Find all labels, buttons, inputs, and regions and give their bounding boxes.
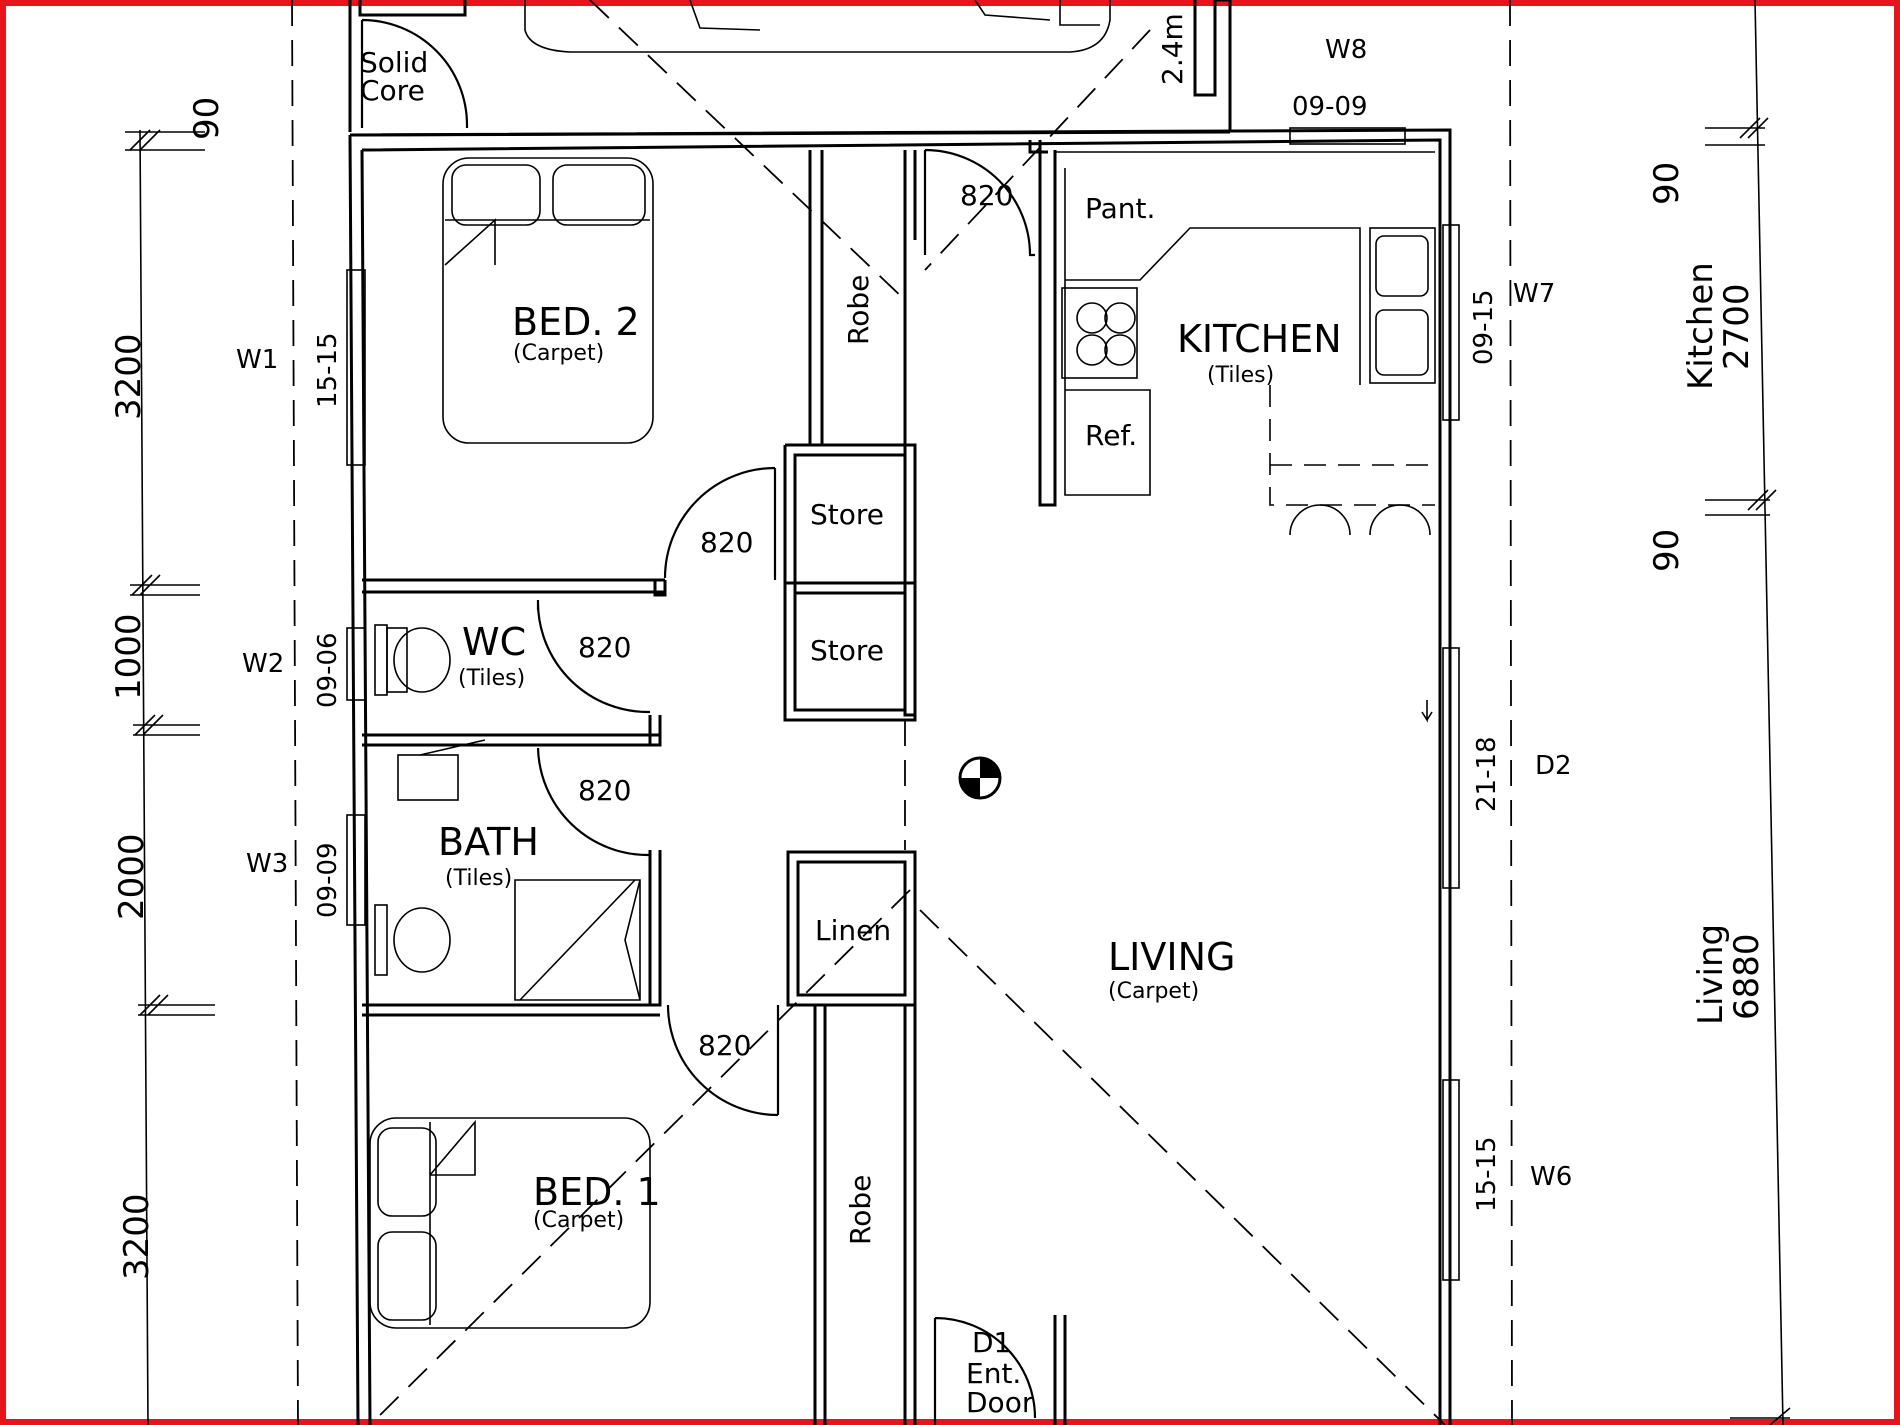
robe-top-label: Robe: [842, 275, 875, 345]
wc-room-name: WC: [462, 620, 526, 664]
kitchen-entry-door: [923, 148, 1035, 257]
bed2-door-size: 820: [700, 526, 753, 559]
right-dim-90-top: 90: [1647, 162, 1687, 205]
entry-door-label-2: Ent.: [966, 1357, 1021, 1390]
right-dimension-line: [1705, 0, 1791, 1425]
window-w6: [1442, 1079, 1460, 1281]
w3-id: W3: [246, 849, 288, 879]
bed1-door-size: 820: [698, 1029, 751, 1062]
w8-id: W8: [1325, 35, 1367, 65]
living-center-symbol: [958, 756, 1002, 800]
kitchen-floor: (Tiles): [1207, 363, 1274, 388]
brace-top-left: [589, 0, 906, 301]
linen-label: Linen: [815, 914, 891, 947]
boundary-right: [1509, 0, 1513, 1425]
garage-right-wall: [1193, 0, 1232, 132]
wc-toilet: [374, 624, 451, 696]
bed1-floor: (Carpet): [533, 1208, 624, 1233]
entry-door-label-3: Door: [966, 1386, 1034, 1419]
w2-size: 09-06: [313, 632, 343, 708]
left-dim-90: 90: [187, 97, 227, 140]
kitchen-counter: [1055, 151, 1436, 536]
bath-fixtures: [374, 739, 641, 1001]
window-w2: [346, 627, 366, 701]
sliding-arrow: [1421, 700, 1433, 723]
bed1-bed: [369, 1117, 651, 1329]
store-2-label: Store: [810, 634, 884, 667]
store-1-label: Store: [810, 498, 884, 531]
left-dim-bed2: 3200: [109, 333, 149, 420]
right-dim-kitchen-value: 2700: [1717, 283, 1757, 370]
d2-size: 21-18: [1472, 736, 1502, 812]
brace-bottom: [369, 889, 911, 1425]
solid-core-label-2: Core: [360, 74, 425, 107]
bath-door: [536, 747, 651, 857]
wc-floor: (Tiles): [458, 666, 525, 691]
bath-door-size: 820: [578, 774, 631, 807]
bed2-floor: (Carpet): [513, 341, 604, 366]
bed1-room-name: BED. 1: [533, 1170, 661, 1214]
living-room-name: LIVING: [1108, 935, 1235, 979]
w3-size: 09-09: [313, 842, 343, 918]
right-dim-90-mid: 90: [1647, 529, 1687, 572]
house-walls: [348, 128, 1452, 1425]
kitchen-room-name: KITCHEN: [1177, 317, 1342, 361]
w7-size: 09-15: [1469, 289, 1499, 365]
pantry-label: Pant.: [1085, 192, 1155, 225]
entry-door-label-1: D1: [972, 1326, 1011, 1359]
solid-core-door: [360, 18, 469, 128]
bath-floor: (Tiles): [445, 866, 512, 891]
boundary-left: [291, 0, 299, 1425]
window-w3: [346, 814, 366, 926]
right-dim-kitchen-label: Kitchen: [1681, 262, 1721, 390]
door-d2: [1442, 647, 1460, 889]
bed2-door: [663, 466, 777, 580]
left-dim-bath: 2000: [112, 833, 152, 920]
window-w1: [346, 269, 366, 466]
left-dimension-line: [125, 129, 215, 1425]
robe-bottom-label: Robe: [844, 1175, 877, 1245]
kitchen-entry-door-size: 820: [960, 179, 1013, 212]
garage-left-wall: [348, 0, 467, 132]
brace-living: [919, 909, 1446, 1425]
left-dim-bed1: 3200: [117, 1193, 157, 1280]
bath-room-name: BATH: [438, 820, 539, 864]
w1-size: 15-15: [313, 332, 343, 408]
fridge-label: Ref.: [1085, 419, 1137, 452]
garage-height-label: 2.4m: [1156, 13, 1189, 85]
w1-id: W1: [236, 345, 278, 375]
bed1-door: [666, 1004, 780, 1117]
garage-car: [524, 0, 1111, 53]
right-dim-living-label: Living: [1691, 924, 1731, 1025]
left-dim-wc: 1000: [109, 613, 149, 700]
wc-door: [536, 599, 651, 714]
brace-top-right: [924, 29, 1151, 271]
right-dim-living-value: 6880: [1727, 933, 1767, 1020]
bed2-bed: [442, 157, 654, 444]
window-w7: [1442, 224, 1460, 421]
w8-size: 09-09: [1292, 92, 1368, 122]
w6-id: W6: [1530, 1162, 1572, 1192]
d2-id: D2: [1535, 751, 1572, 781]
living-floor: (Carpet): [1108, 979, 1199, 1004]
solid-core-label-1: Solid: [360, 46, 428, 79]
w7-id: W7: [1513, 279, 1555, 309]
w6-size: 15-15: [1472, 1136, 1502, 1212]
entry-door: [933, 1316, 1037, 1425]
w2-id: W2: [242, 649, 284, 679]
bed2-room-name: BED. 2: [512, 300, 640, 344]
window-w8: [1289, 127, 1406, 145]
wc-door-size: 820: [578, 631, 631, 664]
